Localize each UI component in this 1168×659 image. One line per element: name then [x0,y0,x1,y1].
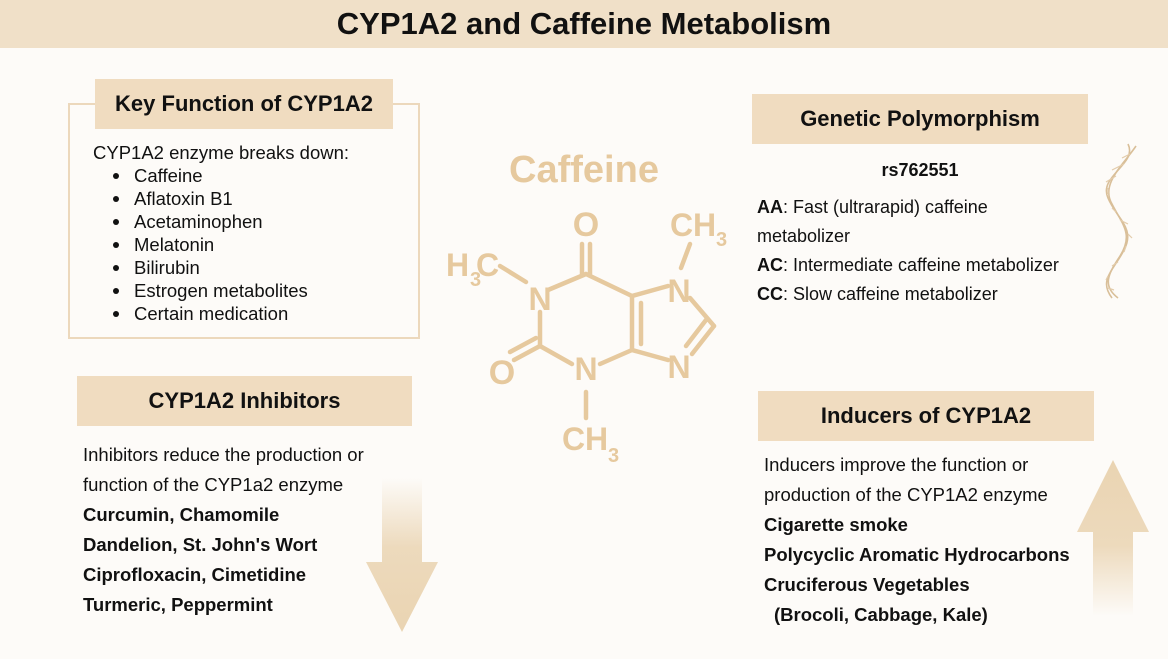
atom-n1: N [528,281,551,317]
inducers-text: Inducers improve the function or product… [764,450,1070,630]
molecule-label: Caffeine [509,149,659,191]
atom-c-bottom: C [562,421,585,457]
key-function-items: Caffeine Aflatoxin B1 Acetaminophen Mela… [113,164,349,325]
inhibitor-item: Dandelion, St. John's Wort [83,534,318,555]
list-item: Acetaminophen [113,210,349,233]
atom-n7: N [667,273,690,309]
list-item: Bilirubin [113,256,349,279]
inhibitor-item: Ciprofloxacin, Cimetidine [83,564,307,585]
atom-h-left: H [446,247,469,283]
key-function-list: CYP1A2 enzyme breaks down: Caffeine Afla… [93,141,349,325]
list-item: Estrogen metabolites [113,279,349,302]
title-bar: CYP1A2 and Caffeine Metabolism [0,0,1168,48]
inducers-header: Inducers of CYP1A2 [758,391,1094,441]
atom-c-topright: C [670,207,693,243]
genetic-header: Genetic Polymorphism [752,94,1088,144]
inhibitors-text: Inhibitors reduce the production or func… [83,440,364,620]
key-function-header-label: Key Function of CYP1A2 [115,91,373,116]
inducer-item: Cruciferous Vegetables [764,574,970,595]
genotype-aa-desc-2: metabolizer [757,226,851,246]
inhibitor-item: Turmeric, Peppermint [83,594,273,615]
caffeine-molecule: Caffeine O N N N N O H 3 C C H 3 C H 3 [446,149,727,467]
inhibitors-desc-1: Inhibitors reduce the production or [83,444,364,465]
atom-n9: N [667,349,690,385]
snp-id: rs762551 [881,160,959,180]
key-function-header: Key Function of CYP1A2 [95,79,393,129]
inducer-item: Cigarette smoke [764,514,908,535]
list-item: Caffeine [113,164,349,187]
down-arrow-icon [366,478,438,632]
genotype-cc-desc: : Slow caffeine metabolizer [783,284,998,304]
genotype-ac-desc: : Intermediate caffeine metabolizer [783,255,1059,275]
inducer-item: (Brocoli, Cabbage, Kale) [774,604,988,625]
genotype-cc: CC [757,284,783,304]
inducer-item: Polycyclic Aromatic Hydrocarbons [764,544,1070,565]
genotype-aa-desc: : Fast (ultrarapid) caffeine [783,197,988,217]
inducers-header-label: Inducers of CYP1A2 [820,403,1032,428]
atom-o-left: O [489,354,515,392]
atom-sub-bottom: 3 [608,445,619,467]
atom-h-bottom: H [585,421,608,457]
list-item: Aflatoxin B1 [113,187,349,210]
atom-h-topright: H [693,207,716,243]
up-arrow-icon [1077,460,1149,616]
atom-n3: N [574,351,597,387]
inhibitor-item: Curcumin, Chamomile [83,504,280,525]
genotype-list: AA: Fast (ultrarapid) caffeine metaboliz… [757,193,1059,309]
atom-sub-left: 3 [470,269,481,291]
genotype-ac: AC [757,255,783,275]
inhibitors-header-label: CYP1A2 Inhibitors [148,388,341,413]
inhibitors-desc-2: function of the CYP1a2 enzyme [83,474,344,495]
atom-o-top: O [573,206,599,244]
atom-sub-topright: 3 [716,229,727,251]
list-item: Certain medication [113,302,349,325]
genotype-aa: AA [757,197,783,217]
atom-c-left: C [476,247,499,283]
dna-helix-icon [1105,143,1137,299]
inducers-desc-1: Inducers improve the function or [764,454,1029,475]
key-function-intro: CYP1A2 enzyme breaks down: [93,142,350,163]
genetic-header-label: Genetic Polymorphism [800,106,1040,131]
inducers-desc-2: production of the CYP1A2 enzyme [764,484,1048,505]
page-title: CYP1A2 and Caffeine Metabolism [336,6,832,41]
list-item: Melatonin [113,233,349,256]
inhibitors-header: CYP1A2 Inhibitors [77,376,412,426]
